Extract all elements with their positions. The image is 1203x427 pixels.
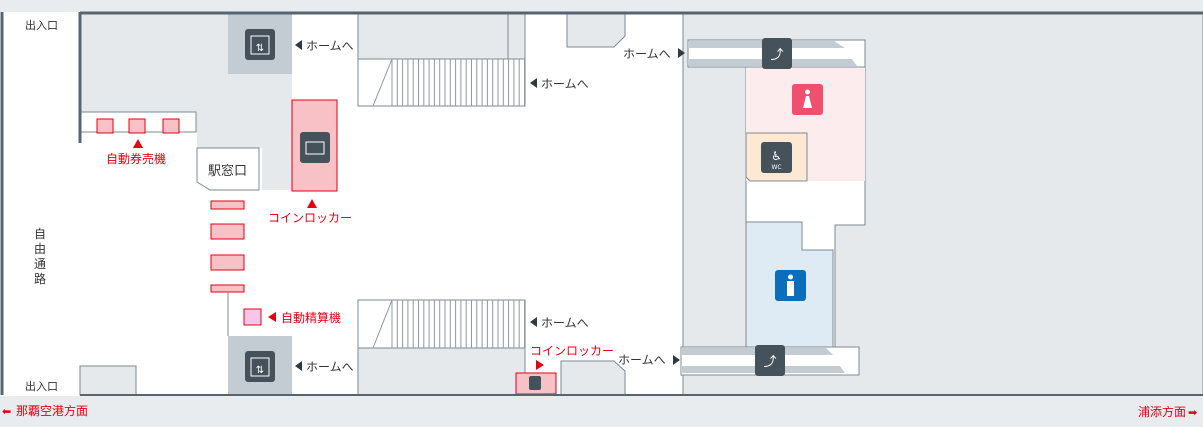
arrow-left-icon [530, 78, 537, 88]
to-platform-label: ホームへ [623, 47, 671, 61]
to-platform-label: ホームへ [541, 316, 589, 330]
arrow-right-icon [673, 355, 680, 365]
arrow-left-icon [295, 40, 302, 50]
free-passage-label: 自 [34, 227, 46, 241]
ticket-office-label: 駅窓口 [208, 163, 247, 179]
to-platform-label: ホームへ [618, 353, 666, 367]
coin-locker-label: コインロッカー [530, 344, 614, 358]
arrow-left-icon [268, 312, 276, 322]
block-top-middle [566, 14, 626, 48]
bottom-band [0, 396, 1203, 427]
arrow-right-icon [678, 48, 685, 58]
free-passage-label: 路 [34, 271, 46, 286]
coin-locker-label: コインロッカー [268, 211, 352, 225]
urasoe-label: 浦添方面 [1138, 404, 1186, 419]
womens-restroom-icon [792, 84, 823, 115]
arrow-left-icon [530, 317, 537, 327]
fare-adjustment-label: 自動精算機 [281, 310, 341, 325]
arrow-right-icon [536, 360, 544, 370]
stairs-top-base [357, 13, 526, 60]
to-platform-label: ホームへ [306, 360, 354, 374]
svg-text:♿: ♿ [771, 149, 782, 163]
svg-text:⤴: ⤴ [770, 48, 783, 63]
ticket-machine [128, 118, 146, 134]
ticket-gate [210, 223, 245, 240]
arrow-left-icon [295, 361, 302, 371]
arrow-up-icon [307, 199, 317, 208]
to-platform-label: ホームへ [541, 77, 589, 91]
svg-text:WC: WC [771, 164, 781, 171]
block-bottom-middle [560, 360, 626, 395]
svg-text:⤴: ⤴ [763, 355, 776, 370]
ticket-gate [210, 284, 245, 293]
free-passage-label: 由 [34, 242, 46, 256]
coin-locker-icon [529, 376, 541, 390]
stairs-top [357, 58, 526, 107]
coin-locker-icon [300, 132, 330, 163]
ticket-machine [96, 118, 114, 134]
ticket-gate [210, 254, 245, 271]
block-bottom-left [79, 365, 137, 396]
svg-text:⇅: ⇅ [256, 365, 264, 376]
elevator-icon: ⇅ [245, 351, 275, 382]
top-band [0, 0, 1203, 12]
escalator-icon: ⤴ [755, 345, 785, 376]
direction-naha-airport: ⬅ 那覇空港方面 [2, 403, 88, 418]
accessible-restroom-icon: ♿WC [761, 142, 792, 173]
arrow-right-icon: ➡ [1188, 406, 1197, 419]
ticket-machines-label: 自動券売機 [106, 151, 166, 166]
elevator-icon: ⇅ [245, 29, 275, 60]
stairs-bottom-base [357, 347, 526, 396]
fare-adjustment-machine [243, 308, 262, 326]
to-platform-label: ホームへ [306, 39, 354, 53]
free-passage-label: 通 [34, 257, 46, 271]
arrow-up-icon [133, 139, 143, 148]
mens-restroom-icon [775, 270, 806, 301]
ticket-machine [162, 118, 180, 134]
naha-airport-label: 那覇空港方面 [16, 403, 88, 418]
back-area-top-left [80, 14, 292, 190]
escalator-icon: ⤴ [762, 38, 792, 69]
svg-text:⇅: ⇅ [256, 43, 264, 54]
arrow-left-icon: ⬅ [2, 405, 11, 418]
ticket-gate [210, 200, 245, 210]
entrance-bottom-label: 出入口 [25, 379, 58, 393]
stairs-bottom [357, 299, 526, 349]
entrance-top-label: 出入口 [25, 18, 58, 32]
ticket-office [196, 147, 260, 191]
direction-urasoe: 浦添方面 ➡ [1138, 404, 1197, 419]
